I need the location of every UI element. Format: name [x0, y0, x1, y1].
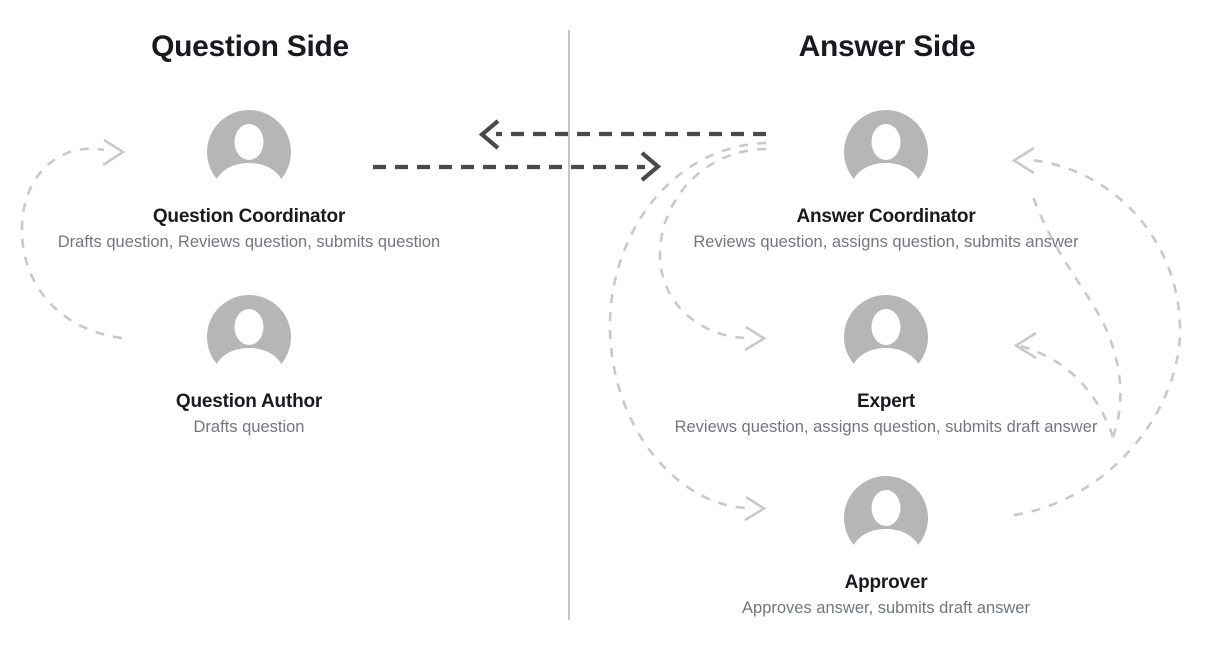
user-avatar-icon [844, 110, 928, 194]
role-approver: Approver Approves answer, submits draft … [606, 476, 1166, 619]
role-name: Question Author [175, 391, 323, 412]
user-avatar-icon [207, 295, 291, 379]
answer-side-title: Answer Side [798, 30, 976, 63]
role-name: Expert [857, 391, 915, 412]
user-avatar-icon [844, 295, 928, 379]
role-description: Approves answer, submits draft answer [742, 598, 1030, 617]
question-side-title: Question Side [151, 30, 349, 63]
role-description: Reviews question, assigns question, subm… [693, 232, 1079, 251]
role-description: Drafts question [193, 417, 305, 436]
role-answer-coordinator: Answer Coordinator Reviews question, ass… [606, 110, 1166, 253]
role-question-author: Question Author Drafts question [0, 295, 529, 438]
role-description: Drafts question, Reviews question, submi… [57, 232, 441, 251]
role-expert: Expert Reviews question, assigns questio… [606, 295, 1166, 438]
center-divider [568, 30, 570, 620]
role-name: Question Coordinator [152, 206, 346, 227]
user-avatar-icon [207, 110, 291, 194]
role-description: Reviews question, assigns question, subm… [674, 417, 1098, 436]
role-question-coordinator: Question Coordinator Drafts question, Re… [0, 110, 529, 253]
user-avatar-icon [844, 476, 928, 560]
role-name: Answer Coordinator [796, 206, 976, 227]
role-name: Approver [844, 572, 928, 593]
